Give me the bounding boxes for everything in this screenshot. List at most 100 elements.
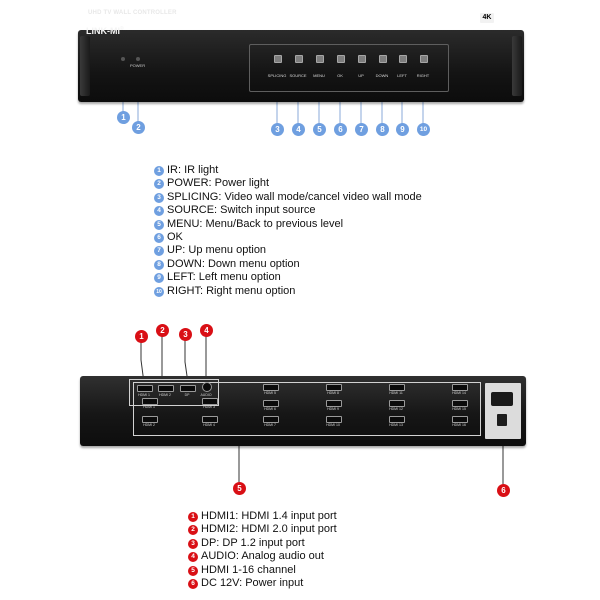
hdmi-output-label-16: HDMI 16 [452,423,466,427]
left-button[interactable] [399,55,407,63]
power-label: POWER [130,63,146,68]
legend-badge: 8 [154,259,164,270]
hdmi-output-port-4[interactable] [202,416,218,423]
hdmi-output-port-16[interactable] [452,416,468,423]
hdmi-output-port-11[interactable] [389,384,405,391]
hdmi-output-port-3[interactable] [202,398,218,405]
hdmi-output-label-3: HDMI 3 [203,405,215,409]
hdmi-output-label-9: HDMI 9 [327,407,339,411]
hdmi-output-label-1: HDMI 1 [143,405,155,409]
ok-button[interactable] [337,55,345,63]
hdmi-output-port-8[interactable] [326,384,342,391]
hdmi-output-port-15[interactable] [452,400,468,407]
hdmi-output-label-14: HDMI 14 [452,391,466,395]
legend-badge: 3 [154,192,164,203]
badge-4k: 4K [480,13,494,23]
hdmi-output-port-5[interactable] [263,384,279,391]
legend-text: DC 12V: Power input [201,577,304,590]
front-marker-10: 10 [417,123,430,136]
down-button[interactable] [379,55,387,63]
hdmi-output-label-15: HDMI 15 [452,407,466,411]
right-button[interactable] [420,55,428,63]
legend-text: IR: IR light [167,164,219,176]
dp-input-label: DP [184,393,190,397]
up-button[interactable] [358,55,366,63]
hdmi-output-label-8: HDMI 8 [327,391,339,395]
output-port-group [133,382,481,436]
front-marker-7: 7 [355,123,368,136]
hdmi-output-label-11: HDMI 11 [389,391,403,395]
front-marker-9: 9 [396,123,409,136]
legend-badge: 2 [188,525,198,536]
front-marker-6: 6 [334,123,347,136]
legend-badge: 1 [154,166,164,176]
hdmi-output-port-14[interactable] [452,384,468,391]
hdmi-output-port-7[interactable] [263,416,279,423]
legend-text: HDMI1: HDMI 1.4 input port [201,510,337,522]
front-panel-title: UHD TV WALL CONTROLLER [88,10,177,16]
brand-name: LINK-MI [86,26,120,36]
hdmi1-input-label: HDMI 1 [138,393,150,397]
legend-badge: 5 [154,219,164,230]
legend-text: HDMI 1-16 channel [201,563,296,576]
hdmi-output-port-13[interactable] [389,416,405,423]
hdmi-output-label-7: HDMI 7 [264,423,276,427]
power-light [136,57,140,61]
dp-input-port[interactable] [180,385,196,392]
source-button[interactable] [295,55,303,63]
legend-badge: 10 [154,286,164,297]
legend-badge: 1 [188,512,198,522]
splicing-button[interactable] [274,55,282,63]
splicing-label: SPLICING [267,73,287,78]
legend-badge: 3 [188,538,198,549]
source-label: SOURCE [289,73,307,78]
brand-logo: LINK-MI® [86,26,124,36]
hdmi-output-port-9[interactable] [326,400,342,407]
back-marker-3: 3 [179,328,192,341]
legend-text: RIGHT: Right menu option [167,284,296,297]
menu-button[interactable] [316,55,324,63]
hdmi-output-port-2[interactable] [142,416,158,423]
legend-text: MENU: Menu/Back to previous level [167,217,344,230]
hdmi-output-label-12: HDMI 12 [389,407,403,411]
hdmi2-input-port[interactable] [158,385,174,392]
hdmi1-input-port[interactable] [137,385,153,392]
hdmi-output-label-10: HDMI 10 [326,423,340,427]
legend-text: OK [167,231,183,244]
legend-badge: 9 [154,273,164,284]
audio-label: AUDIO [200,393,212,397]
back-panel [80,376,526,446]
dc-power-socket[interactable] [491,392,513,406]
back-marker-2: 2 [156,324,169,337]
front-marker-3: 3 [271,123,284,136]
up-label: UP [358,73,364,78]
legend-text: POWER: Power light [167,177,270,190]
legend-text: SPLICING: Video wall mode/cancel video w… [167,190,422,203]
hdmi-output-port-6[interactable] [263,400,279,407]
legend-badge: 2 [154,179,164,190]
power-switch[interactable] [497,414,507,426]
legend-badge: 7 [154,246,164,257]
hdmi-output-port-1[interactable] [142,398,158,405]
back-marker-5: 5 [233,482,246,495]
down-label: DOWN [375,73,389,78]
front-panel [78,30,524,102]
audio-jack[interactable] [202,382,212,392]
front-marker-4: 4 [292,123,305,136]
hdmi2-input-label: HDMI 2 [159,393,171,397]
legend-badge: 6 [154,233,164,244]
hdmi-output-port-12[interactable] [389,400,405,407]
hdmi-output-port-10[interactable] [326,416,342,423]
